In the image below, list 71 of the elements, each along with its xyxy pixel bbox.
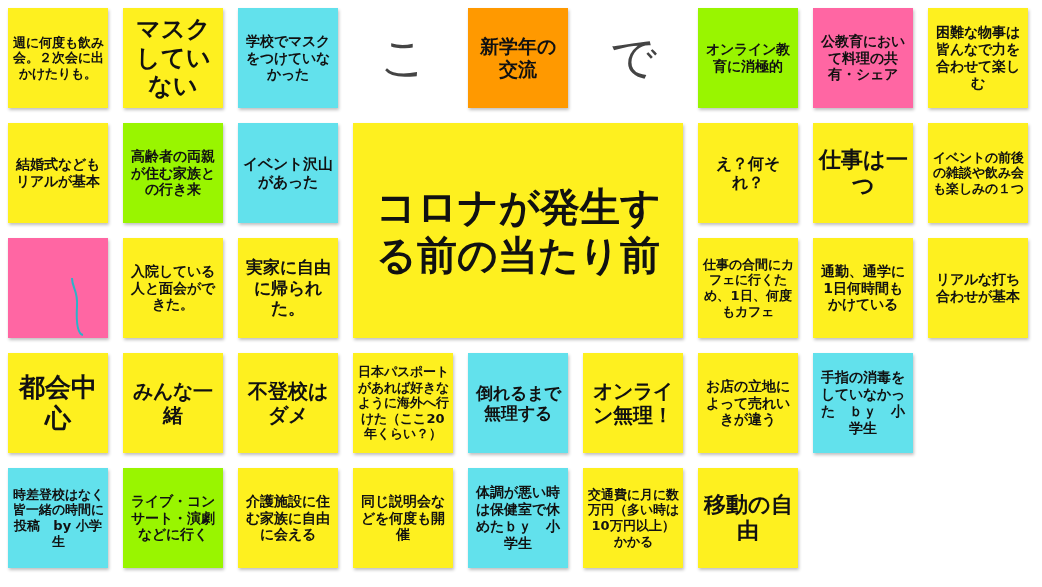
note-text: お店の立地によって売れいきが違う [705,377,791,429]
heading-fragment: で [608,29,658,86]
sticky-note [8,123,108,223]
note-text: オンライン教育に消極的 [705,41,791,75]
sticky-note [123,8,223,108]
note-text: 時差登校はなく皆一緒の時間に投稿 by 小学生 [12,486,104,550]
sticky-note [928,8,1028,108]
sticky-note [353,468,453,568]
sticky-note [583,353,683,453]
sticky-note [698,238,798,338]
sticky-note [468,8,568,108]
sticky-note [928,123,1028,223]
note-text: 日本パスポートがあれば好きなように海外へ行けた（ここ20年くらい？） [357,364,449,442]
heading-fragment: こ [378,29,428,86]
note-text: 介護施設に住む家族に自由に会える [245,492,331,544]
note-text: え？何それ？ [715,153,781,193]
sticky-note [813,353,913,453]
note-text: 高齢者の両親が住む家族との行き来 [130,147,216,199]
note-text: 体調が悪い時は保健室で休めたｂｙ 小学生 [475,484,561,552]
note-text: 不登校はダメ [246,379,329,427]
sticky-note [238,353,338,453]
note-text: 倒れるまで無理する [474,382,563,424]
sticky-note [928,238,1028,338]
note-text: イベント沢山があった [242,155,334,191]
sticky-note [8,353,108,453]
note-text: ライブ・コンサート・演劇などに行く [130,492,216,544]
note-text: 仕事は一つ [817,146,909,200]
note-text: 週に何度も飲み会。２次会に出かけたりも。 [12,34,104,82]
sticky-note [238,238,338,338]
sticky-note [698,123,798,223]
sticky-note [813,123,913,223]
note-text: オンライン無理！ [592,379,674,427]
sticky-note [353,123,683,338]
sticky-note [8,468,108,568]
note-text: リアルな打ち合わせが基本 [935,271,1021,305]
sticky-note [238,468,338,568]
note-text: マスクしていない [134,14,212,102]
sticky-note [123,238,223,338]
sticky-note [8,238,108,338]
note-text: 結婚式などもリアルが基本 [14,156,101,190]
sticky-note [238,8,338,108]
note-text: 交通費に月に数万円（多い時は10万円以上）かかる [587,486,679,550]
note-text: 実家に自由に帰られた。 [244,257,332,319]
sticky-note [8,8,108,108]
note-text: 都会中心 [17,371,98,435]
sticky-note [698,8,798,108]
note-text: 入院している人と面会ができた。 [130,262,217,314]
note-text: 学校でマスクをつけていなかった [245,32,331,84]
note-text: 新学年の交流 [479,35,557,81]
note-text: 同じ説明会などを何度も開催 [360,492,446,544]
sticky-note [468,353,568,453]
sticky-note [813,238,913,338]
note-text: 移動の自由 [702,491,794,545]
sticky-note [698,468,798,568]
sticky-note [123,123,223,223]
sticky-note [238,123,338,223]
sticky-note [698,353,798,453]
sticky-note [353,353,453,453]
sticky-note [468,468,568,568]
note-text: みんな一緒 [132,379,214,427]
sticky-note [583,468,683,568]
note-text: 仕事の合間にカフェに行くため、1日、何度もカフェ [702,256,794,320]
note-text: 困難な物事は皆んなで力を合わせて楽しむ [935,24,1021,92]
sticky-note [123,353,223,453]
sticky-note [123,468,223,568]
note-text: 手指の消毒をしていなかった ｂｙ 小学生 [820,369,906,437]
note-text: コロナが発生する前の当たり前 [374,182,662,279]
note-text: 通勤、通学に1日何時間もかけている [820,262,906,314]
sticky-note [813,8,913,108]
note-text: 公教育において料理の共有・シェア [820,32,906,84]
note-text: イベントの前後の雑談や飲み会も楽しみの１つ [932,149,1024,197]
